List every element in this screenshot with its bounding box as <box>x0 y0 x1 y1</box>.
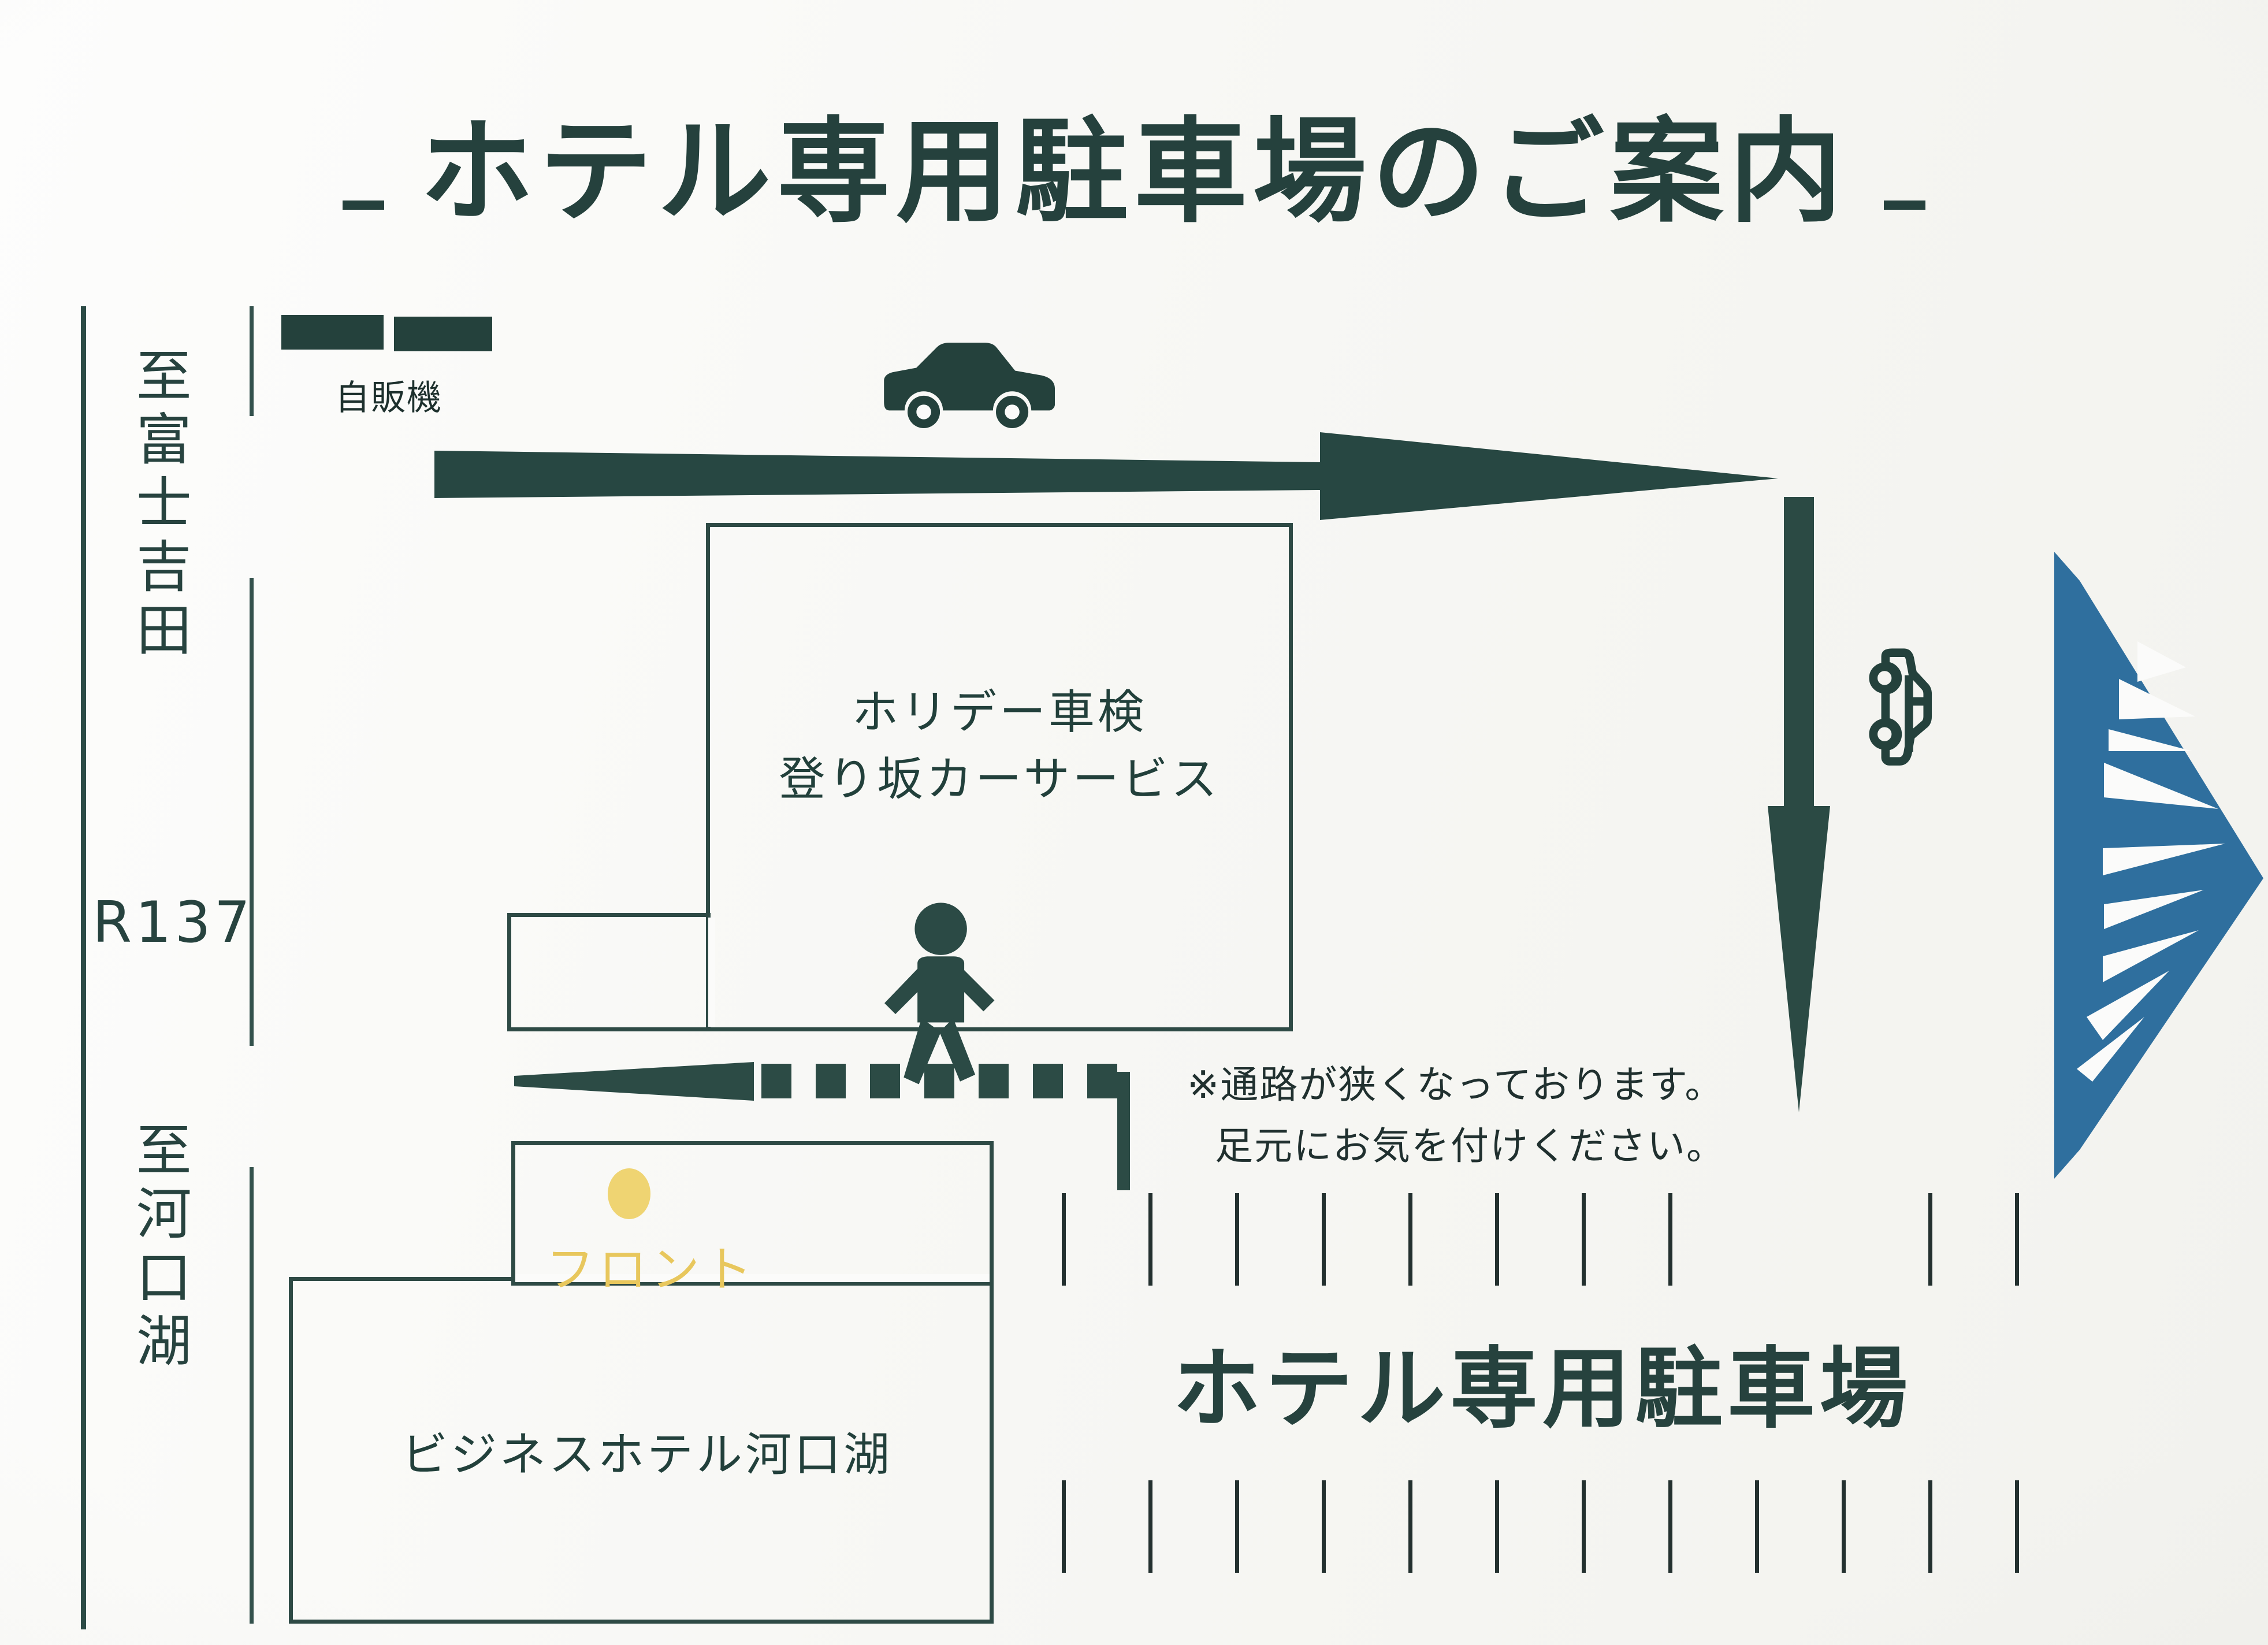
road-kerb-outer <box>81 306 86 1629</box>
page-title: ホテル専用駐車場のご案内 <box>0 116 2268 229</box>
garage-building <box>706 523 1293 1031</box>
parking-slot-divider <box>2015 1193 2019 1286</box>
garage-building-wing <box>507 913 711 1031</box>
front-desk-marker-dot <box>608 1168 650 1219</box>
parking-slot-divider <box>1235 1193 1239 1286</box>
parking-slot-divider <box>1322 1480 1326 1573</box>
parking-slot-divider <box>1928 1480 1932 1573</box>
parking-slot-divider <box>1235 1480 1239 1573</box>
parking-slot-divider <box>1755 1480 1759 1573</box>
title-dash-right <box>1884 200 1925 210</box>
road-kerb-inner-lower <box>250 1167 254 1624</box>
road-kerb-inner-middle <box>250 578 254 1046</box>
parking-slot-divider <box>1582 1193 1586 1286</box>
garage-label: ホリデー車検 登り坂カーサービス <box>745 679 1254 813</box>
parking-slot-divider <box>1148 1193 1152 1286</box>
vending-machine-box-2 <box>394 317 492 351</box>
parking-slot-divider <box>1062 1193 1066 1286</box>
parking-slot-divider <box>1582 1480 1586 1573</box>
road-kerb-inner-upper <box>250 306 254 416</box>
route-number-label: R137 <box>92 890 254 956</box>
vending-machine-label: 自販機 <box>335 378 443 418</box>
parking-slot-divider <box>1928 1193 1932 1286</box>
parking-slot-divider <box>2015 1480 2019 1573</box>
hotel-outline-merge-mask <box>515 1274 990 1282</box>
parking-slot-divider <box>1408 1193 1412 1286</box>
front-desk-label: フロント <box>546 1241 757 1298</box>
title-text: ホテル専用駐車場のご案内 <box>419 106 1848 238</box>
walkway-notice-line1: ※通路が狭くなっております。 <box>1187 1063 1724 1107</box>
parking-slot-divider <box>1495 1193 1499 1286</box>
parking-slot-divider <box>1322 1193 1326 1286</box>
parking-slot-divider <box>1062 1480 1066 1573</box>
arrow-right-icon <box>434 432 1778 520</box>
garage-outline-merge-mask <box>708 918 715 1027</box>
title-dash-left <box>342 200 384 210</box>
walkway-notice-line2: 足元にお気を付けください。 <box>1215 1123 1726 1168</box>
parking-slot-divider <box>1408 1480 1412 1573</box>
parking-slot-divider <box>1842 1480 1846 1573</box>
parking-slot-divider <box>1495 1480 1499 1573</box>
walkway-notice: ※通路が狭くなっております。 足元にお気を付けください。 <box>1187 1054 1726 1176</box>
direction-label-fujiyoshida: 至富士吉田 <box>127 347 192 664</box>
parking-area-label: ホテル専用駐車場 <box>1173 1338 1912 1440</box>
parking-slot-divider <box>1148 1480 1152 1573</box>
arrow-down-icon <box>1768 497 1830 1112</box>
vending-machine-box-1 <box>281 315 384 350</box>
direction-label-kawaguchiko: 至河口湖 <box>127 1121 192 1375</box>
parking-slot-divider <box>1668 1193 1672 1286</box>
car-icon-rotated <box>1869 648 1932 766</box>
garage-label-line1: ホリデー車検 <box>852 685 1147 739</box>
parking-slot-divider <box>1668 1480 1672 1573</box>
car-icon <box>884 343 1055 428</box>
mount-fuji-icon <box>2054 552 2263 1179</box>
hotel-building-front-wing <box>511 1141 994 1286</box>
hotel-label: ビジネスホテル河口湖 <box>401 1428 893 1481</box>
garage-label-line2: 登り坂カーサービス <box>779 752 1220 806</box>
